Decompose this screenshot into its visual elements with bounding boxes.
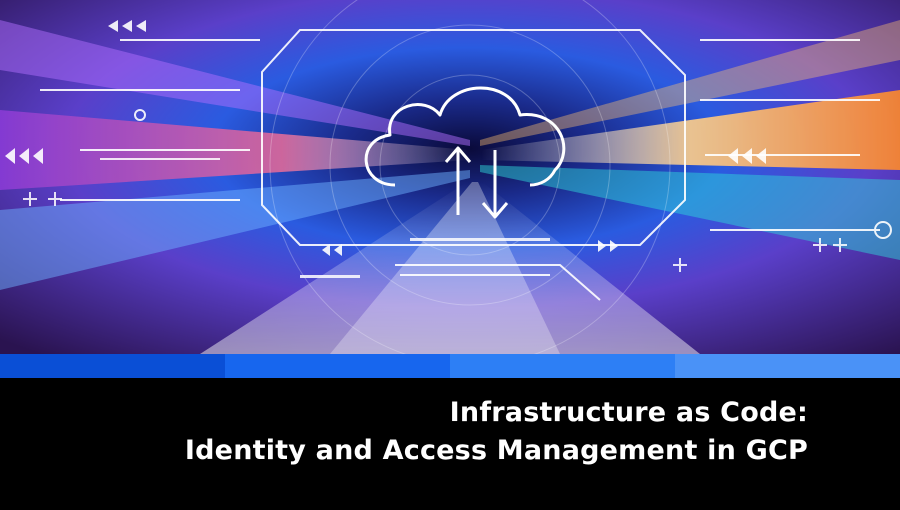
accent-bar bbox=[0, 354, 900, 378]
accent-segment bbox=[675, 354, 900, 378]
title-line-1: Infrastructure as Code: bbox=[449, 397, 808, 428]
banner-title: Infrastructure as Code: Identity and Acc… bbox=[185, 394, 808, 470]
accent-segment bbox=[450, 354, 675, 378]
caption-panel: Infrastructure as Code: Identity and Acc… bbox=[0, 378, 900, 510]
tunnel-illustration bbox=[0, 0, 900, 354]
accent-segment bbox=[0, 354, 225, 378]
plus-marks bbox=[23, 192, 847, 272]
cloud-upload-download-icon bbox=[364, 86, 566, 219]
accent-segment bbox=[225, 354, 450, 378]
dot-pattern bbox=[100, 158, 550, 278]
hero-image bbox=[0, 0, 900, 354]
title-line-2: Identity and Access Management in GCP bbox=[184, 435, 808, 466]
circuit-frame bbox=[40, 29, 892, 301]
chevron-arrows bbox=[5, 20, 766, 256]
